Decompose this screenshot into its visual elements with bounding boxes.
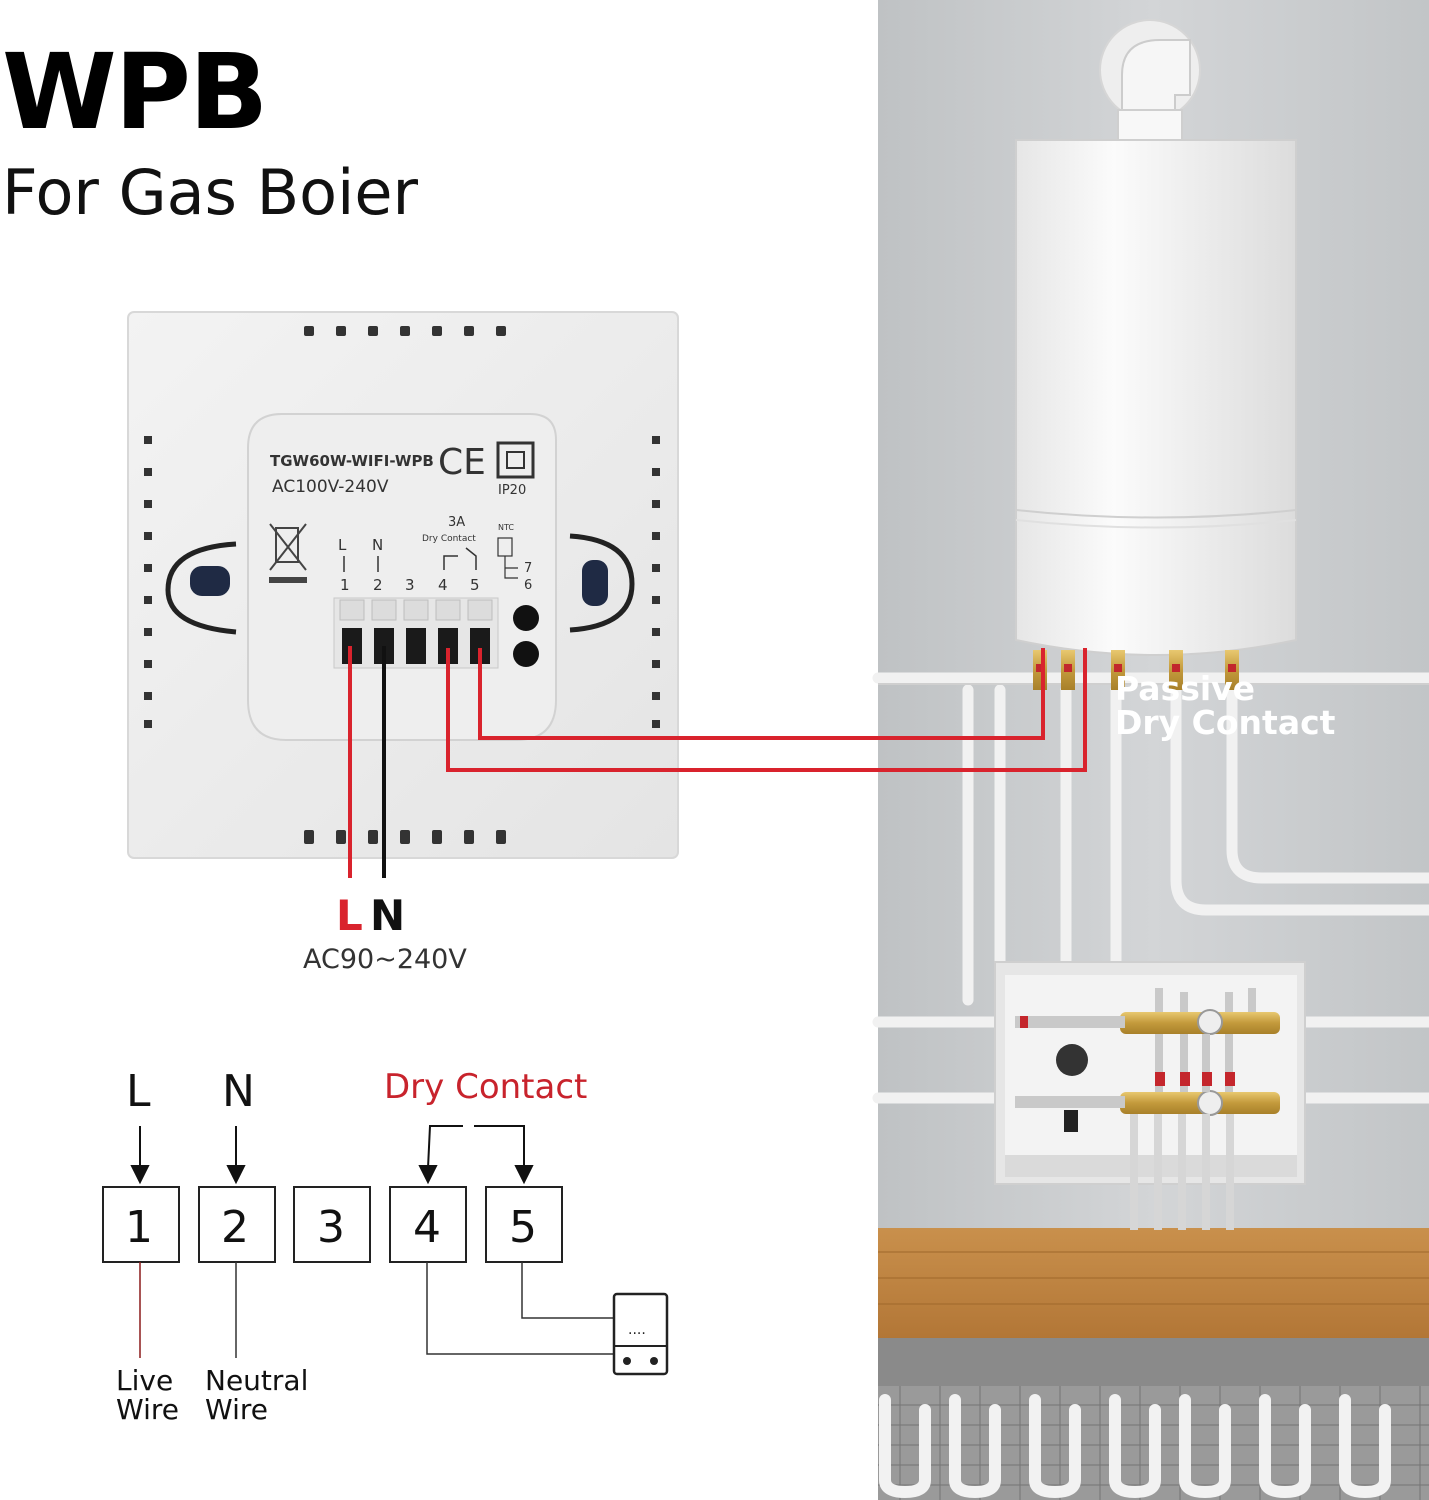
- terminal-arrows: [343, 556, 379, 572]
- mount-hole-left: [190, 566, 230, 596]
- schematic-terminal-5: 5: [509, 1202, 537, 1253]
- gas-boiler: [1015, 139, 1297, 656]
- manifold-cabinet: [994, 961, 1306, 1230]
- live-wire-label-line1: Live: [116, 1364, 173, 1397]
- dry-contact-wire-5: [478, 648, 1045, 740]
- voltage-rating: AC100V-240V: [272, 477, 389, 497]
- terminal-label-l: L: [338, 536, 347, 554]
- boiler-icon: [612, 1292, 669, 1376]
- weee-bin-icon: [269, 523, 307, 583]
- schematic-terminal-4: 4: [413, 1202, 441, 1253]
- terminal-label-n: N: [372, 536, 383, 554]
- schematic: L N Dry Contact 1 2 3 4 5: [102, 1066, 669, 1426]
- thermostat-back: TGW60W-WIFI-WPB AC100V-240V CE IP20 L N …: [127, 311, 679, 859]
- schematic-wire-5: [521, 1262, 614, 1319]
- wood-floor: [878, 1228, 1429, 1340]
- vent-slots-sides: [144, 436, 660, 728]
- terminal-block: [333, 597, 539, 669]
- dry-contact-wire-4: [446, 648, 1087, 772]
- mount-bracket-right: [569, 533, 635, 633]
- schematic-arrows: [130, 1125, 534, 1185]
- double-insulation-icon: [496, 441, 535, 479]
- relay-rating: 3A: [448, 515, 465, 530]
- boiler-label-line1: Passive: [1115, 669, 1255, 708]
- schematic-neutral-label: N: [222, 1066, 255, 1117]
- ntc-label: NTC: [498, 523, 514, 532]
- vent-slots-bottom: [304, 830, 506, 844]
- flue-pipe: [1099, 19, 1201, 143]
- terminal-num-5: 5: [470, 576, 480, 594]
- schematic-dry-contact-label: Dry Contact: [384, 1067, 587, 1107]
- schematic-terminal-boxes: [102, 1186, 563, 1263]
- neutral-wire-label-line1: Neutral: [205, 1364, 308, 1397]
- ce-mark: CE: [438, 442, 486, 483]
- ntc-leads: [504, 556, 518, 579]
- terminal-num-4: 4: [438, 576, 448, 594]
- mount-hole-right: [582, 560, 608, 606]
- schematic-terminal-1: 1: [125, 1202, 153, 1253]
- supply-neutral-label: N: [370, 891, 405, 940]
- neutral-wire-label-line2: Wire: [205, 1393, 268, 1426]
- live-wire-label-line2: Wire: [116, 1393, 179, 1426]
- relay-symbol: [443, 547, 477, 570]
- supply-live-label: L: [336, 891, 363, 940]
- product-title: WPB: [2, 31, 268, 153]
- ip-rating: IP20: [498, 483, 526, 498]
- product-subtitle: For Gas Boier: [2, 156, 418, 229]
- schematic-wire-4: [426, 1262, 614, 1355]
- boiler-icon-display: ....: [628, 1322, 646, 1338]
- schematic-terminal-2: 2: [221, 1202, 249, 1253]
- boiler-label-line2: Dry Contact: [1115, 703, 1336, 742]
- terminal-num-3: 3: [405, 576, 415, 594]
- terminal-num-6: 6: [524, 578, 532, 593]
- terminal-num-2: 2: [373, 576, 383, 594]
- relay-label: Dry Contact: [422, 534, 476, 544]
- wiring: [348, 646, 1087, 878]
- schematic-terminal-3: 3: [317, 1202, 345, 1253]
- model-number: TGW60W-WIFI-WPB: [270, 452, 434, 470]
- screed-layer: [878, 1338, 1429, 1386]
- boiler-scene: Passive Dry Contact: [872, 0, 1429, 1500]
- supply-voltage: AC90~240V: [303, 944, 467, 975]
- terminal-num-7: 7: [524, 561, 532, 576]
- schematic-live-label: L: [126, 1066, 151, 1117]
- terminal-num-1: 1: [340, 576, 350, 594]
- vent-slots-top: [304, 326, 506, 336]
- mount-bracket-left: [165, 541, 237, 635]
